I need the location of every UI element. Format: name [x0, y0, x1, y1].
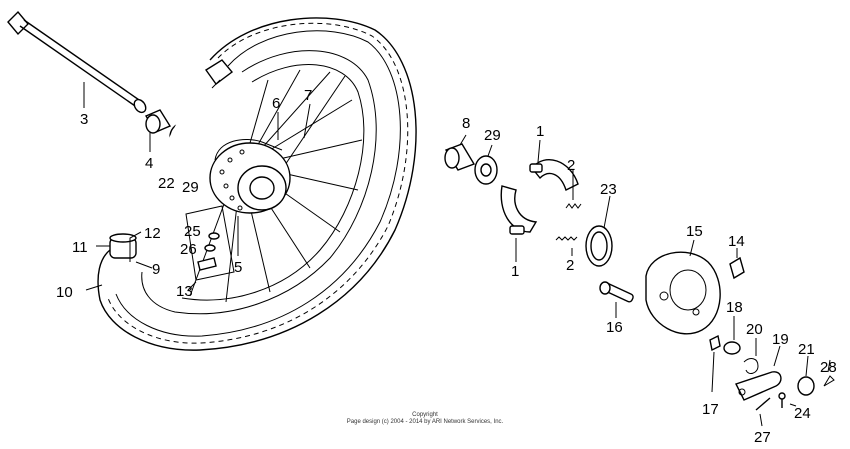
brake-cam-part [599, 281, 634, 303]
callout-1-lower: 1 [511, 263, 519, 280]
copyright-line: Copyright [412, 412, 438, 418]
fastener-kit-part [185, 205, 235, 281]
indicator-boot-part [729, 256, 745, 280]
callout-16: 16 [606, 319, 623, 336]
brake-panel-part [645, 251, 721, 335]
callout-4: 4 [145, 155, 153, 172]
pin-part [778, 392, 786, 408]
callout-22: 22 [158, 175, 175, 192]
callout-28: 28 [820, 359, 837, 376]
callout-2-upper: 2 [567, 157, 575, 174]
bolt-part [755, 397, 771, 411]
callout-18: 18 [726, 299, 743, 316]
callout-3: 3 [80, 111, 88, 128]
axle-part [7, 10, 147, 114]
callout-14: 14 [728, 233, 745, 250]
wear-indicator-part [709, 334, 721, 352]
brake-shoe-lower-part [500, 185, 538, 235]
page-design-credit: Page design (c) 2004 - 2014 by ARI Netwo… [346, 419, 504, 425]
callout-1-upper: 1 [536, 123, 544, 140]
callout-15: 15 [686, 223, 703, 240]
callout-23: 23 [600, 181, 617, 198]
callout-29-left: 29 [182, 179, 199, 196]
callout-17: 17 [702, 401, 719, 418]
callout-7: 7 [304, 87, 312, 104]
cotter-pin-part [823, 375, 835, 387]
callout-24: 24 [794, 405, 811, 422]
callout-21: 21 [798, 341, 815, 358]
callout-20: 20 [746, 321, 763, 338]
spacer-part [144, 109, 172, 134]
callout-10: 10 [56, 284, 73, 301]
callout-27: 27 [754, 429, 771, 446]
callout-9: 9 [152, 261, 160, 278]
washer-part [723, 341, 741, 355]
callout-2-lower: 2 [566, 257, 574, 274]
brake-spring-upper-part [565, 203, 582, 209]
return-spring-part [743, 358, 759, 374]
right-seal-part [474, 155, 498, 185]
callout-5: 5 [234, 259, 242, 276]
callout-29-right: 29 [484, 127, 501, 144]
adjusting-nut-part [797, 376, 815, 396]
brake-spring-lower-part [555, 236, 578, 241]
brake-shoe-upper-part [529, 159, 579, 191]
collar-part [444, 143, 476, 171]
callout-12: 12 [144, 225, 161, 242]
callout-19: 19 [772, 331, 789, 348]
callout-13: 13 [176, 283, 193, 300]
callout-26: 26 [180, 241, 197, 258]
callout-8: 8 [462, 115, 470, 132]
brake-arm-part [735, 371, 782, 401]
brake-panel-seal-part [585, 225, 613, 267]
callout-25: 25 [184, 223, 201, 240]
callout-6: 6 [272, 95, 280, 112]
valve-cap-part [109, 233, 137, 259]
callout-11: 11 [72, 239, 88, 256]
hub-part [209, 139, 291, 214]
